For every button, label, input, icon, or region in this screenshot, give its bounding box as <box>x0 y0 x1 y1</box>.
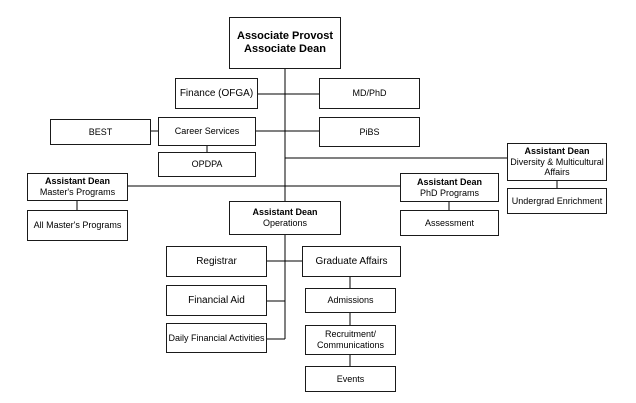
node-label: Daily Financial Activities <box>168 332 265 343</box>
node-label: Admissions <box>327 295 374 306</box>
node-pibs: PiBS <box>319 117 420 147</box>
node-financial-aid: Financial Aid <box>166 285 267 316</box>
node-admissions: Admissions <box>305 288 396 313</box>
node-label: MD/PhD <box>352 88 387 99</box>
node-label: All Master's Programs <box>33 220 122 231</box>
node-title: Assistant Dean <box>524 145 590 156</box>
node-events: Events <box>305 366 396 392</box>
node-title: Assistant Dean <box>252 207 318 218</box>
node-line: Recruitment/ <box>324 329 377 340</box>
node-daily-financial-activities: Daily Financial Activities <box>166 323 267 353</box>
node-assistant-dean-operations: Assistant Dean Operations <box>229 201 341 235</box>
node-label: BEST <box>88 126 113 137</box>
node-label: Finance (OFGA) <box>179 87 254 99</box>
node-assistant-dean-diversity: Assistant Dean Diversity & Multicultural… <box>507 143 607 181</box>
node-md-phd: MD/PhD <box>319 78 420 109</box>
node-label: OPDPA <box>191 159 223 170</box>
node-subtitle: Diversity & Multicultural Affairs <box>510 156 604 178</box>
node-assessment: Assessment <box>400 210 499 236</box>
node-subtitle: Operations <box>262 218 308 228</box>
node-label: Undergrad Enrichment <box>511 195 603 206</box>
node-label: PiBS <box>359 126 380 137</box>
node-graduate-affairs: Graduate Affairs <box>302 246 401 277</box>
node-best: BEST <box>50 119 151 145</box>
node-label: Assessment <box>424 217 475 228</box>
node-recruitment-communications: Recruitment/ Communications <box>305 325 396 355</box>
node-line: Associate Provost <box>237 29 333 42</box>
node-finance-ofga: Finance (OFGA) <box>175 78 258 109</box>
node-subtitle: Master's Programs <box>39 187 116 197</box>
node-label: Financial Aid <box>188 294 245 306</box>
node-line: Communications <box>316 340 385 350</box>
node-registrar: Registrar <box>166 246 267 277</box>
node-label: Career Services <box>174 126 240 137</box>
node-assistant-dean-phd: Assistant Dean PhD Programs <box>400 173 499 202</box>
node-undergrad-enrichment: Undergrad Enrichment <box>507 188 607 214</box>
node-line: Associate Dean <box>244 43 326 55</box>
node-associate-provost: Associate Provost Associate Dean <box>229 17 341 69</box>
node-label: Events <box>336 373 365 384</box>
node-label: Graduate Affairs <box>315 255 388 267</box>
node-assistant-dean-masters: Assistant Dean Master's Programs <box>27 173 128 201</box>
node-label: Registrar <box>196 255 237 267</box>
node-title: Assistant Dean <box>44 176 111 187</box>
node-career-services: Career Services <box>158 117 256 146</box>
node-title: Assistant Dean <box>416 176 483 187</box>
node-subtitle: PhD Programs <box>419 187 480 198</box>
node-opdpa: OPDPA <box>158 152 256 177</box>
node-all-masters-programs: All Master's Programs <box>27 210 128 241</box>
